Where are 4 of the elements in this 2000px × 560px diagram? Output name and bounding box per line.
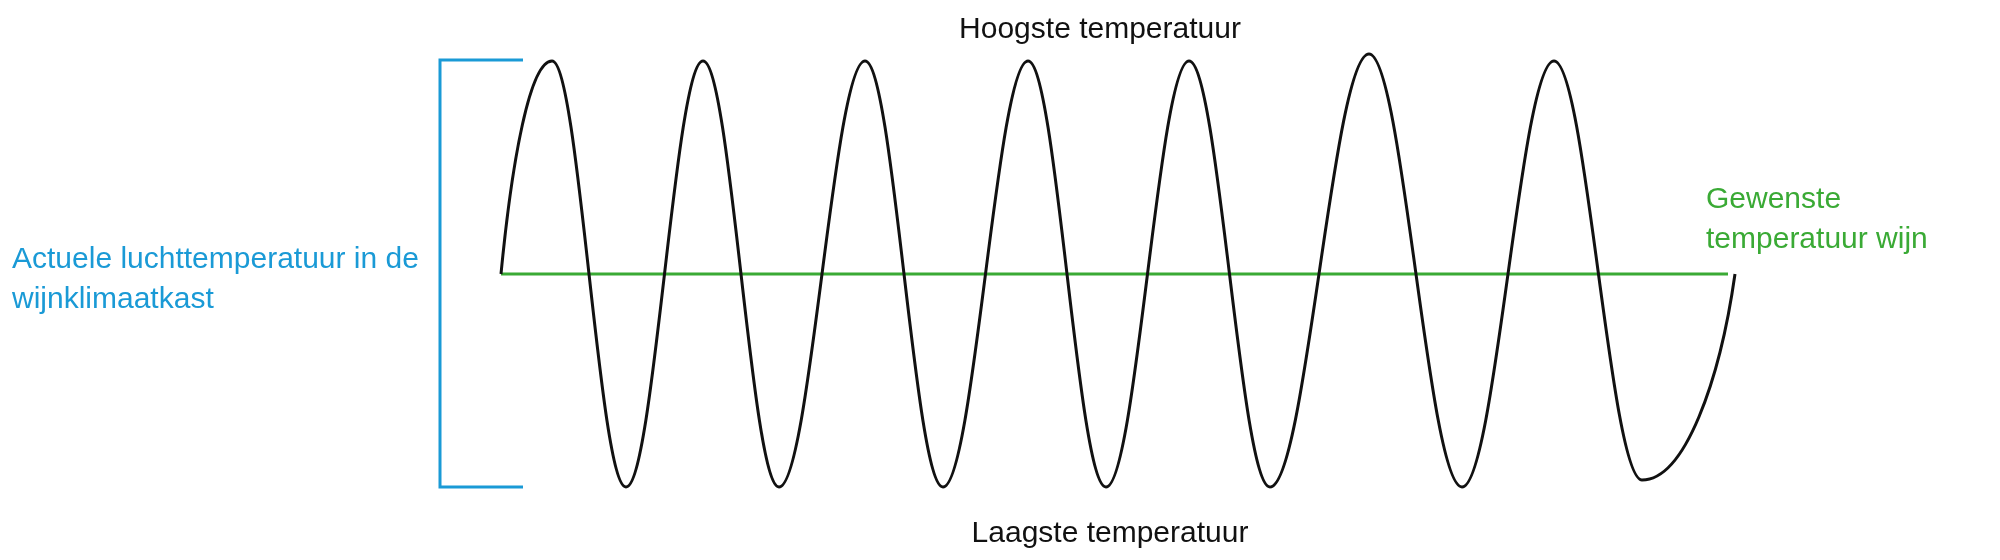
top-label: Hoogste temperatuur [958, 10, 1242, 46]
reference-label: Gewenste temperatuur wijn [1706, 180, 1929, 256]
bracket-label: Actuele luchttemperatuur in de wijnklimaatkast [12, 240, 420, 316]
bottom-label: Laagste temperatuur [970, 514, 1250, 550]
